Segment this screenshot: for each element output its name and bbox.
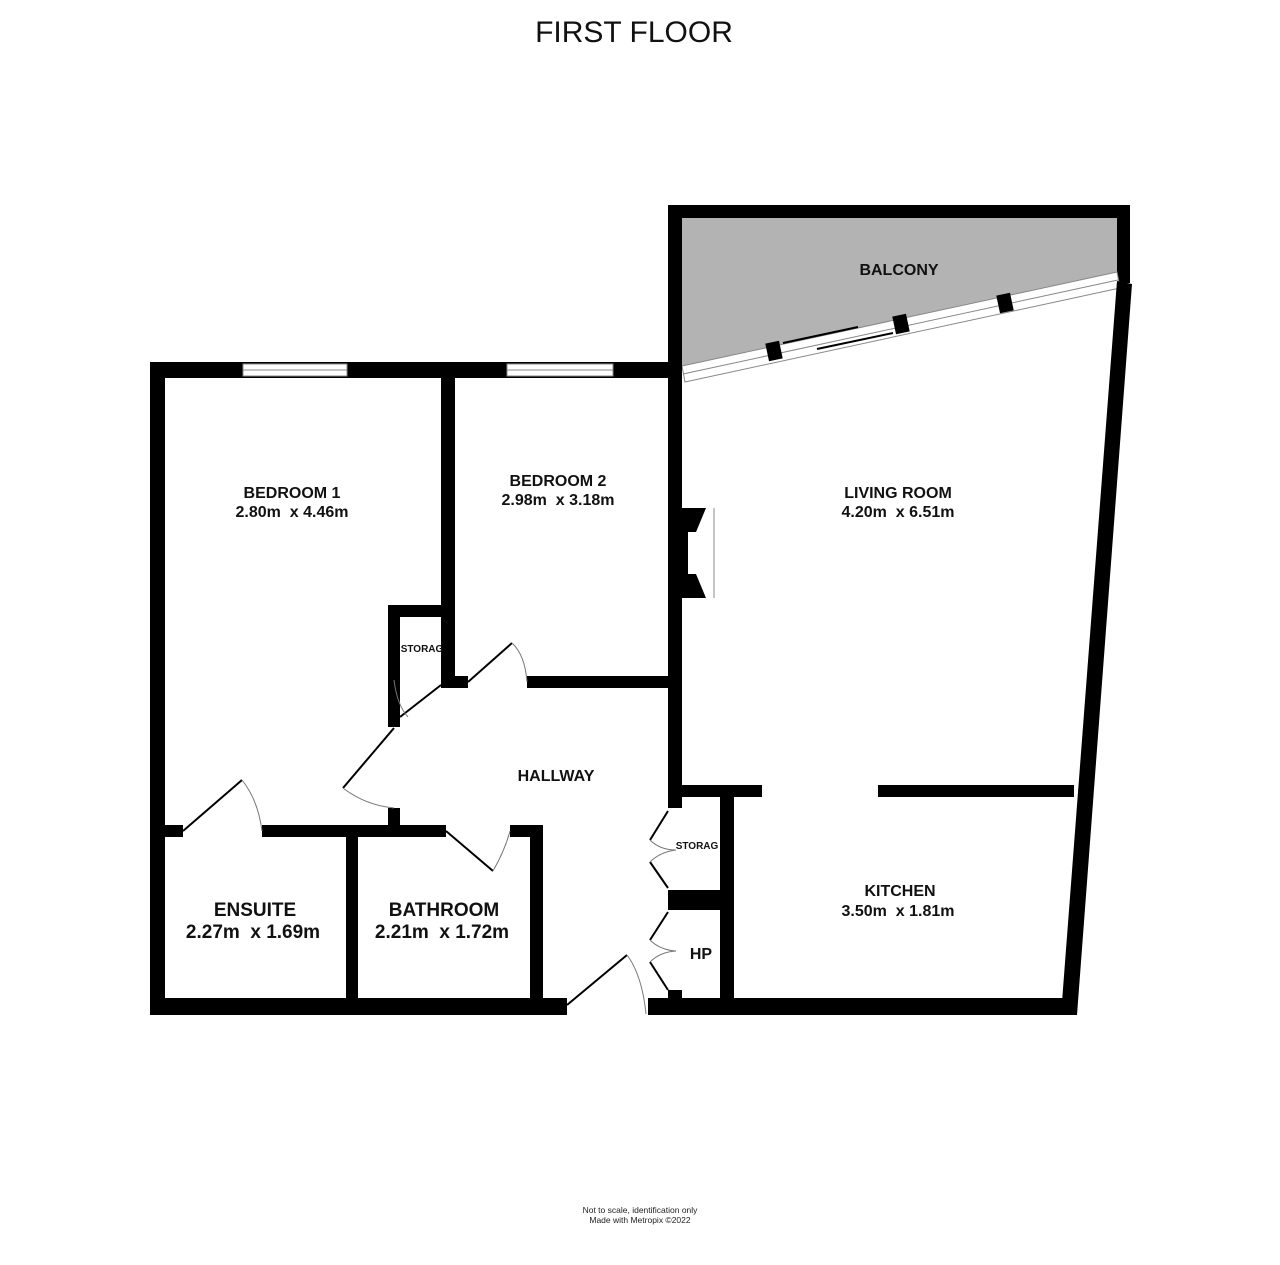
balcony-label: BALCONY [859,262,938,279]
balcony-wall-top [670,205,1130,218]
bathroom-right-wall [530,825,543,1005]
living-room-size: 4.20m x 6.51m [842,504,955,521]
fireplace [682,574,706,598]
window-mullion [892,313,910,335]
kitchen-top-wall-right [878,785,1074,797]
wall-block [510,825,543,837]
fireplace [682,508,706,532]
window-mullion [765,340,783,362]
bed1-bed2-wall [441,378,455,688]
doors [182,642,677,1015]
wall-block [668,990,682,1000]
wall-bottom-left [150,998,567,1015]
ensuite-bathroom-wall [346,825,358,1005]
ensuite-top-wall-a [165,825,183,837]
living-left-wall [668,205,682,808]
wall-block [441,676,468,688]
footer-credit: Made with Metropix ©2022 [589,1215,691,1225]
balcony-area [682,218,1117,366]
ensuite-size: 2.27m x 1.69m [186,922,320,943]
ensuite-label: ENSUITE [214,900,296,921]
wall-left [150,362,165,1015]
storage2-label: STORAG [676,841,719,852]
storage-wall-left [388,605,400,727]
storage1-label: STORAG [401,644,444,655]
kitchen-top-wall-left [668,785,762,797]
window-mullion [996,292,1014,314]
bathroom-size: 2.21m x 1.72m [375,922,509,943]
bedroom2-label: BEDROOM 2 [510,473,607,490]
wall-bottom-right [648,998,1076,1015]
hallway-top-wall [527,676,682,688]
bedroom2-size: 2.98m x 3.18m [502,492,615,509]
bedroom1-size: 2.80m x 4.46m [236,504,349,521]
floor-title: FIRST FLOOR [535,16,733,49]
cupboard-divider [668,890,734,910]
hp-label: HP [690,946,713,963]
wall-right [1061,281,1132,1015]
kitchen-size: 3.50m x 1.81m [842,903,955,920]
storage-wall-top [388,605,455,617]
balcony-wall-right [1117,205,1130,283]
bedroom1-label: BEDROOM 1 [244,485,341,502]
footer-disclaimer: Not to scale, identification only [583,1205,699,1215]
kitchen-label: KITCHEN [864,883,935,900]
bathroom-label: BATHROOM [389,900,499,921]
wall-block [388,808,400,837]
living-room-label: LIVING ROOM [844,485,952,502]
hallway-label: HALLWAY [518,768,595,785]
